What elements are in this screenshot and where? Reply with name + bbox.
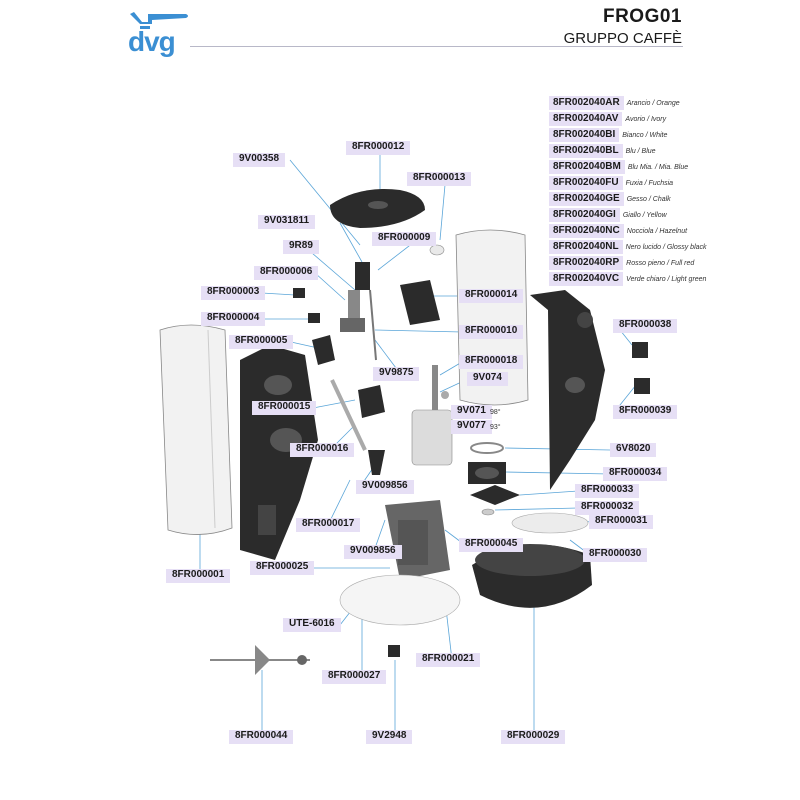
variant-description: Nero lucido / Glossy black bbox=[625, 243, 707, 251]
part-label-9V074: 9V074 bbox=[467, 372, 508, 386]
variant-description: Giallo / Yellow bbox=[622, 211, 667, 219]
part-label-UTE-6016: UTE-6016 bbox=[283, 618, 341, 632]
part-label-8FR000014: 8FR000014 bbox=[459, 289, 524, 303]
part-label-8FR000039: 8FR000039 bbox=[613, 405, 678, 419]
part-label-8FR000003: 8FR000003 bbox=[201, 286, 266, 300]
logo-wordmark: dvg bbox=[128, 26, 176, 57]
page-title: FROG01 bbox=[602, 6, 682, 27]
variant-code: 8FR002040FU bbox=[549, 176, 623, 190]
part-label-9V031811: 9V031811 bbox=[258, 215, 316, 229]
part-label-8FR000033: 8FR000033 bbox=[575, 484, 640, 498]
part-label-8FR000027: 8FR000027 bbox=[322, 670, 387, 684]
part-label-8FR000012: 8FR000012 bbox=[346, 141, 411, 155]
dvg-logo-icon bbox=[130, 12, 188, 29]
variant-code: 8FR002040BI bbox=[549, 128, 620, 142]
variant-description: Bianco / White bbox=[622, 131, 668, 139]
part-label-9R89: 9R89 bbox=[283, 240, 319, 254]
variant-description: Nocciola / Hazelnut bbox=[626, 227, 688, 235]
part-label-8FR000015: 8FR000015 bbox=[252, 401, 317, 415]
part-label-8FR000009: 8FR000009 bbox=[372, 232, 437, 246]
variant-code: 8FR002040RP bbox=[549, 256, 624, 270]
variant-description: Blu Mia. / Mia. Blue bbox=[627, 163, 689, 171]
part-label-8FR000044: 8FR000044 bbox=[229, 730, 294, 744]
variant-description: Arancio / Orange bbox=[626, 99, 680, 107]
part-label-9V009856-bottom: 9V009856 bbox=[344, 545, 402, 559]
variant-code: 8FR002040NL bbox=[549, 240, 623, 254]
variant-code: 8FR002040AR bbox=[549, 96, 624, 110]
part-label-8FR000045: 8FR000045 bbox=[459, 538, 524, 552]
variant-code: 8FR002040BM bbox=[549, 160, 625, 174]
page-subtitle: GRUPPO CAFFÈ bbox=[563, 30, 682, 47]
part-label-8FR000025: 8FR000025 bbox=[250, 561, 315, 575]
variant-description: Rosso pieno / Full red bbox=[626, 259, 695, 267]
variant-code: 8FR002040NC bbox=[549, 224, 624, 238]
part-label-8FR000004: 8FR000004 bbox=[201, 312, 266, 326]
part-label-8FR000010: 8FR000010 bbox=[459, 325, 524, 339]
part-label-8FR000034: 8FR000034 bbox=[603, 467, 668, 481]
part-label-8FR000031: 8FR000031 bbox=[589, 515, 654, 529]
variant-code: 8FR002040VC bbox=[549, 272, 624, 286]
header-divider bbox=[190, 46, 683, 47]
part-label-8FR000032: 8FR000032 bbox=[575, 501, 640, 515]
variant-description: Verde chiaro / Light green bbox=[626, 275, 707, 283]
temp-label-98: 98° bbox=[490, 409, 501, 416]
part-label-8FR000029: 8FR000029 bbox=[501, 730, 566, 744]
part-label-8FR000018: 8FR000018 bbox=[459, 355, 524, 369]
part-label-8FR000005: 8FR000005 bbox=[229, 335, 294, 349]
part-label-9V071: 9V071 bbox=[451, 405, 492, 419]
part-label-6V8020: 6V8020 bbox=[610, 443, 657, 457]
part-label-8FR000006: 8FR000006 bbox=[254, 266, 319, 280]
variant-code: 8FR002040GI bbox=[549, 208, 620, 222]
part-label-8FR000016: 8FR000016 bbox=[290, 443, 355, 457]
variant-description: Blu / Blue bbox=[625, 147, 656, 155]
part-label-9V00358: 9V00358 bbox=[233, 153, 286, 167]
variant-description: Gesso / Chalk bbox=[626, 195, 671, 203]
part-label-8FR000030: 8FR000030 bbox=[583, 548, 648, 562]
variant-code: 8FR002040BL bbox=[549, 144, 623, 158]
variant-description: Avorio / Ivory bbox=[625, 115, 667, 123]
variant-code: 8FR002040AV bbox=[549, 112, 623, 126]
part-label-8FR000038: 8FR000038 bbox=[613, 319, 678, 333]
variant-description: Fuxia / Fuchsia bbox=[625, 179, 674, 187]
part-label-8FR000017: 8FR000017 bbox=[296, 518, 361, 532]
variant-code: 8FR002040GE bbox=[549, 192, 624, 206]
part-label-8FR000021: 8FR000021 bbox=[416, 653, 481, 667]
temp-label-93: 93° bbox=[490, 424, 501, 431]
part-label-8FR000013: 8FR000013 bbox=[407, 172, 472, 186]
part-label-8FR000001: 8FR000001 bbox=[166, 569, 231, 583]
part-label-9V9875: 9V9875 bbox=[373, 367, 420, 381]
part-label-9V077: 9V077 bbox=[451, 420, 492, 434]
part-label-9V009856-top: 9V009856 bbox=[356, 480, 414, 494]
part-label-9V2948: 9V2948 bbox=[366, 730, 413, 744]
